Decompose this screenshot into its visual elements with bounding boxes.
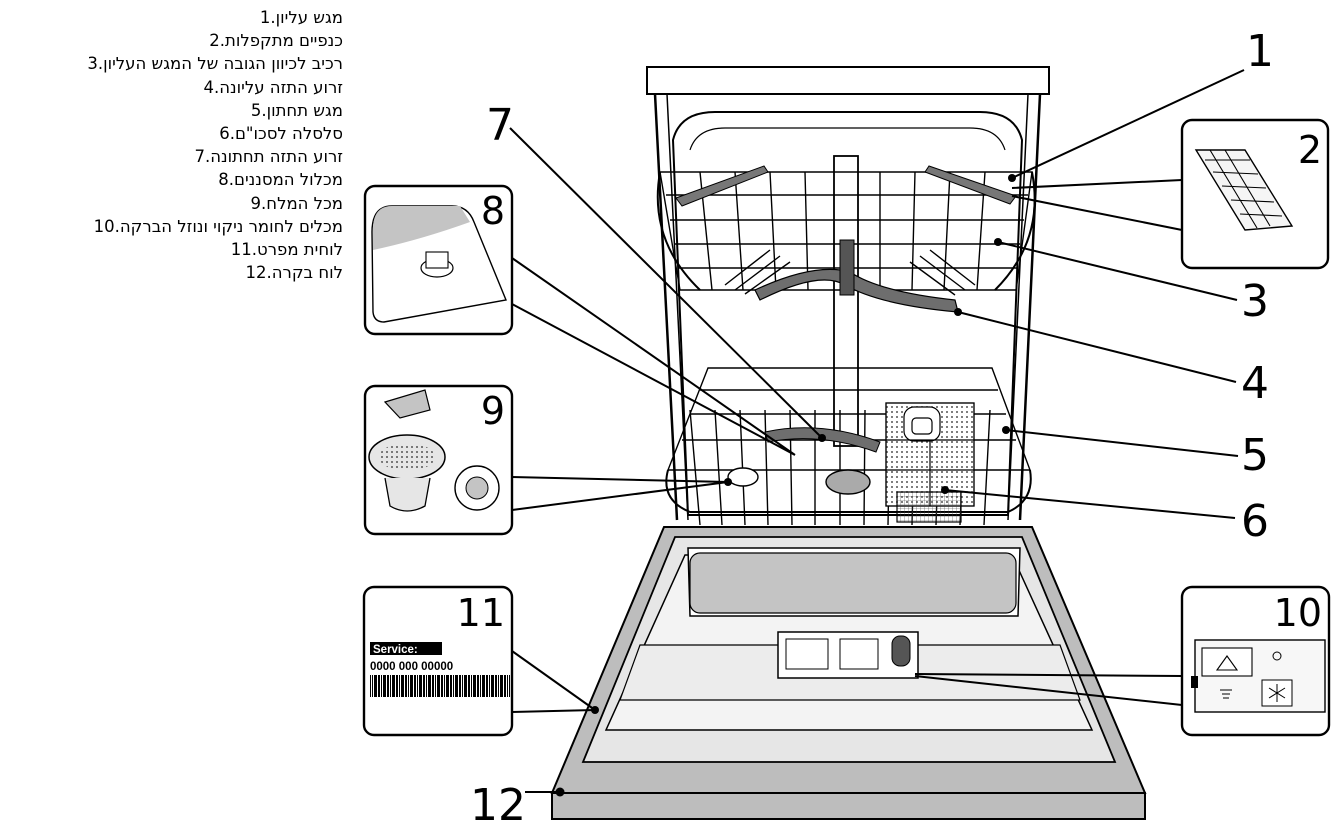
inset-foldable-tines: 2 bbox=[1180, 118, 1330, 270]
callout-number-8: 8 bbox=[481, 189, 505, 233]
legend-item-11: 11.לוחית מפרט bbox=[230, 240, 343, 260]
callout-number-12: 12 bbox=[470, 780, 526, 828]
callout-number-10: 10 bbox=[1274, 591, 1322, 635]
inset-detergent-dispenser: 10 bbox=[1180, 585, 1331, 737]
callout-number-2: 2 bbox=[1298, 128, 1322, 172]
callout-number-1: 1 bbox=[1246, 26, 1274, 77]
filter-assembly bbox=[825, 469, 871, 495]
dishwasher-door bbox=[550, 526, 1147, 820]
callout-number-7: 7 bbox=[486, 100, 514, 151]
legend-item-3: 3.רכיב לכיוון הגובה של המגש העליון bbox=[87, 54, 343, 74]
dishwasher-body bbox=[646, 66, 1050, 521]
cutlery-basket bbox=[885, 402, 975, 523]
callout-number-11: 11 bbox=[457, 591, 505, 635]
upper-rack bbox=[656, 165, 1036, 296]
legend-item-10: 10.מכלים לחומר ניקוי ונוזל הברקה bbox=[93, 216, 343, 236]
legend-item-4: 4.זרוע התזה עליונה bbox=[203, 77, 343, 97]
legend-item-6: 6.סלסלה לסכו"ם bbox=[219, 124, 343, 144]
legend-item-2: 2.כנפיים מתקפלות bbox=[209, 31, 343, 51]
service-label: Service: bbox=[373, 644, 418, 656]
parts-legend: 1.מגש עליון 2.כנפיים מתקפלות 3.רכיב לכיו… bbox=[0, 6, 343, 284]
worktop bbox=[646, 66, 1050, 95]
legend-item-12: 12.לוח בקרה bbox=[245, 263, 344, 283]
legend-item-8: 8.מכלול המסננים bbox=[218, 170, 343, 190]
leader-dots bbox=[555, 174, 1016, 797]
legend-item-1: 1.מגש עליון bbox=[259, 8, 343, 27]
barcode bbox=[370, 675, 510, 697]
legend-item-5: 5.מגש תחתון bbox=[250, 100, 343, 120]
callout-number-4: 4 bbox=[1241, 358, 1269, 409]
legend-item-7: 7.זרוע התזה תחתונה bbox=[194, 147, 343, 167]
callout-number-9: 9 bbox=[481, 389, 505, 433]
inset-salt-container: 9 bbox=[363, 384, 514, 536]
lower-spray-arm bbox=[727, 427, 881, 495]
inset-filter-assembly: 8 bbox=[363, 184, 514, 336]
inset-rating-plate: Service: 0000 000 00000 11 bbox=[362, 585, 514, 737]
serial-number: 0000 000 00000 bbox=[370, 661, 453, 673]
callout-number-5: 5 bbox=[1241, 430, 1269, 481]
leader-lines bbox=[509, 69, 1245, 793]
callout-number-3: 3 bbox=[1241, 276, 1269, 327]
salt-container-cap bbox=[727, 467, 759, 487]
upper-spray-arm bbox=[754, 239, 959, 313]
control-panel bbox=[551, 792, 1146, 820]
legend-item-9: 9.מכל המלח bbox=[250, 193, 343, 213]
callout-number-6: 6 bbox=[1241, 496, 1269, 547]
